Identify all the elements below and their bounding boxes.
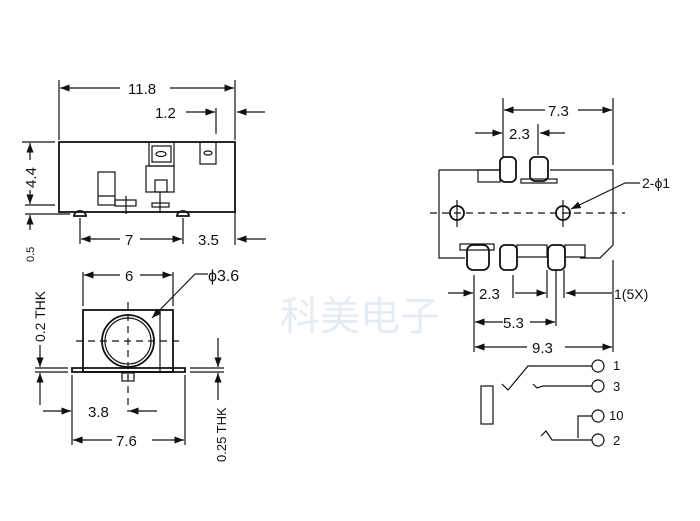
watermark: 科美电子 [280,294,440,340]
top-view: 11.8 1.2 4.4 7 3.5 0.5 0.2 THK [22,80,266,342]
dim-7-6: 7.6 [116,433,137,450]
bottom-view: 7.3 2.3 2-ϕ1 2.3 1(5X) 5.3 9.3 [430,98,670,357]
dim-1-2: 1.2 [155,105,176,122]
dim-bottom-2-3: 2.3 [479,286,500,303]
dim-11-8: 11.8 [128,81,156,98]
schematic: 1 3 10 2 [480,358,623,448]
dim-2-holes: 2-ϕ1 [642,175,670,191]
pin-label-2: 2 [613,433,620,448]
dim-diameter-3-6: ϕ3.6 [208,268,239,285]
dim-6: 6 [125,268,133,285]
dim-3-8: 3.8 [88,404,109,421]
front-view: 6 ϕ3.6 3.8 7.6 0.25 THK [35,268,239,462]
pin-label-3: 3 [613,379,620,394]
dim-5-3: 5.3 [503,315,524,332]
dim-0-25-thk: 0.25 THK [214,407,229,462]
dim-4-4: 4.4 [23,167,40,188]
dim-3-5: 3.5 [198,232,219,249]
pin-label-10: 10 [609,408,623,423]
dim-pin-width: 1(5X) [614,286,648,302]
pin-label-1: 1 [613,358,620,373]
dim-0-2-thk: 0.2 THK [32,290,48,342]
dim-7-3: 7.3 [548,103,569,120]
dim-7: 7 [125,232,133,249]
dim-9-3: 9.3 [532,340,553,357]
dim-0-5: 0.5 [25,247,37,262]
dim-top-2-3: 2.3 [509,126,530,143]
